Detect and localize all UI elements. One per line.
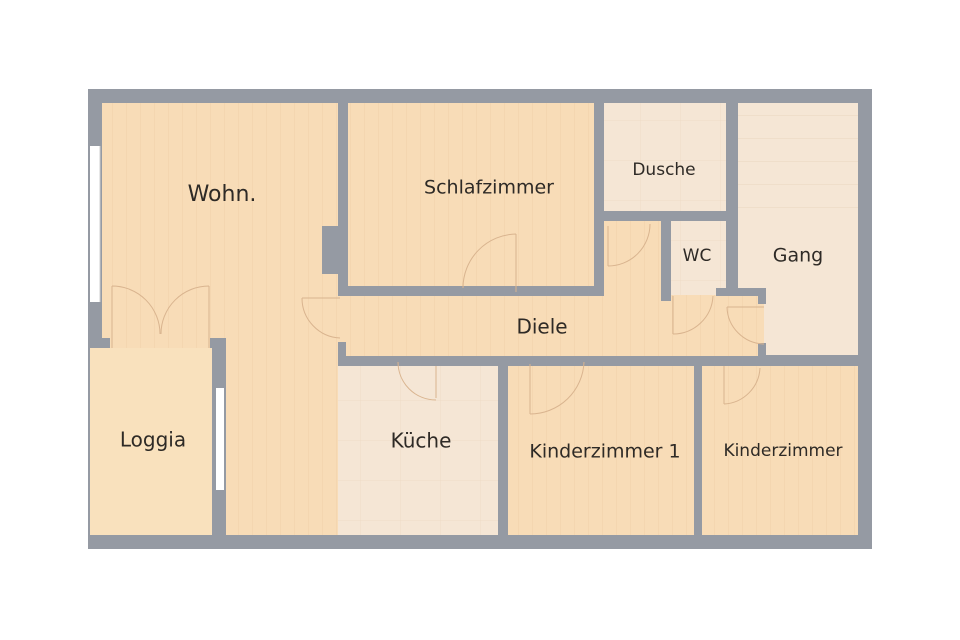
room-kueche xyxy=(338,366,498,535)
label-diele: Diele xyxy=(516,315,567,339)
room-wc xyxy=(671,221,726,295)
room-kinderzimmer xyxy=(702,366,858,535)
room-schlafzimmer xyxy=(348,103,594,286)
room-loggia xyxy=(90,348,216,535)
label-kinderzimmer: Kinderzimmer xyxy=(723,441,842,461)
label-schlafzimmer: Schlafzimmer xyxy=(424,177,554,199)
label-kinderzimmer-1: Kinderzimmer 1 xyxy=(529,441,680,463)
window-loggia xyxy=(216,388,224,490)
room-dusche xyxy=(604,103,726,211)
room-kinderzimmer-1 xyxy=(508,366,694,535)
label-gang: Gang xyxy=(773,245,823,267)
window-wohn xyxy=(90,146,100,302)
door-arcs xyxy=(111,223,765,415)
label-dusche: Dusche xyxy=(632,160,695,180)
label-wohn: Wohn. xyxy=(188,182,257,207)
label-wc: WC xyxy=(683,246,712,266)
label-loggia: Loggia xyxy=(120,428,186,452)
label-kueche: Küche xyxy=(391,429,452,453)
